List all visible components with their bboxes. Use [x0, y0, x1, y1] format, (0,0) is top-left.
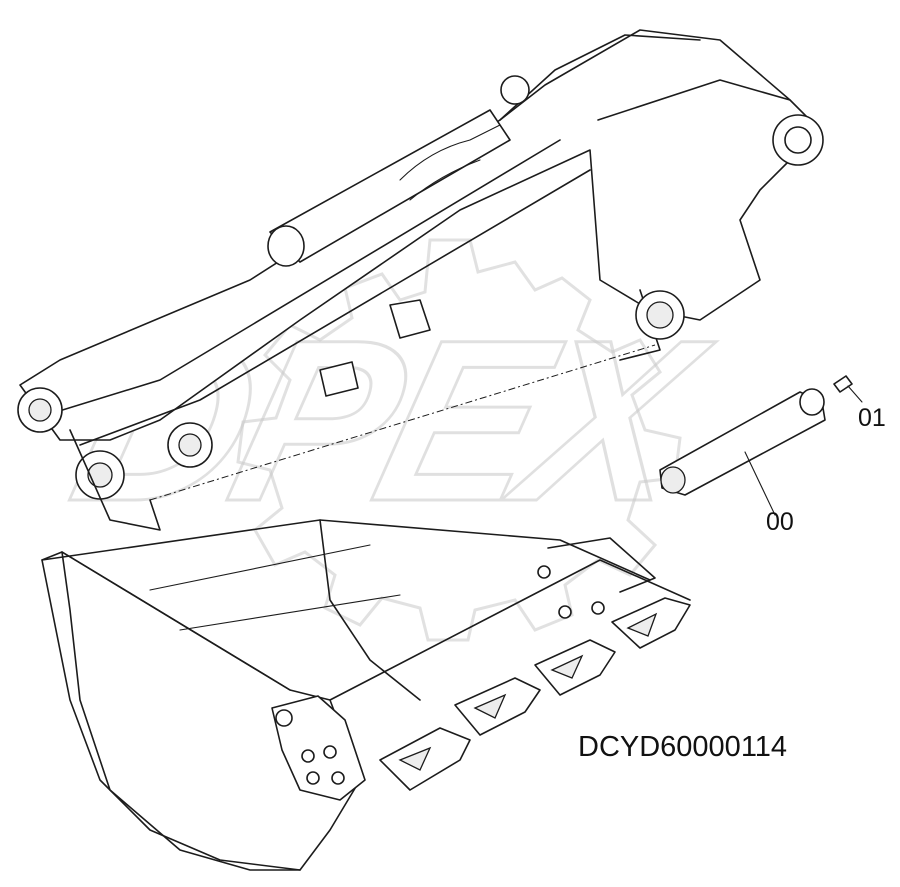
- bucket-body: [41, 519, 691, 871]
- fitting-part-01: [833, 375, 863, 403]
- callout-01: 01: [858, 404, 886, 432]
- drawing-code: DCYD60000114: [578, 731, 787, 763]
- watermark-logo: DPEX: [52, 238, 730, 642]
- callout-00: 00: [766, 508, 794, 536]
- bucket-teeth: [379, 597, 691, 791]
- arm-link: [17, 29, 824, 531]
- pin-part-00: [659, 388, 826, 516]
